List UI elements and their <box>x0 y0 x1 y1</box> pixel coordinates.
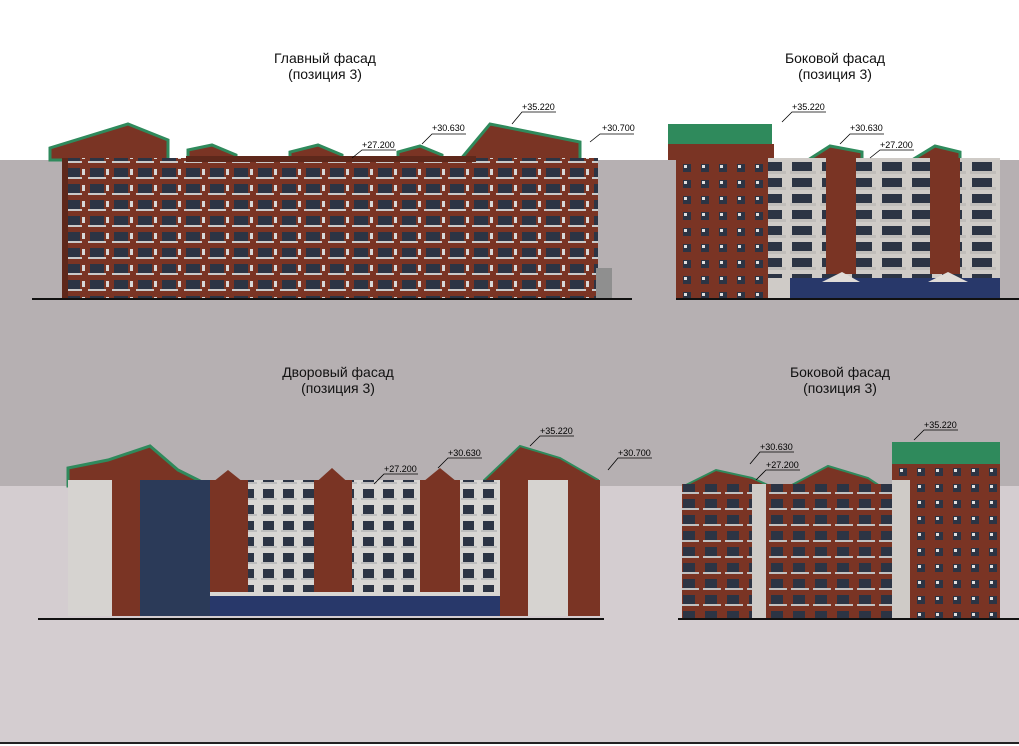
level-mark-text: +30.700 <box>602 123 635 133</box>
level-mark: +35.220 <box>511 102 556 125</box>
title-side-facade-2-name: Боковой фасад <box>789 364 891 380</box>
level-mark-text: +30.630 <box>850 123 883 133</box>
title-yard-facade-position: (позиция 3) <box>301 380 375 396</box>
level-mark: +30.700 <box>607 448 652 471</box>
level-mark: +30.630 <box>839 123 884 145</box>
level-mark: +30.700 <box>589 123 635 143</box>
level-marks: +35.220 +30.630 +30.700 +27.200 +35.220 … <box>351 102 958 485</box>
yard-facade-building <box>66 444 600 616</box>
level-mark-text: +30.630 <box>760 442 793 452</box>
title-side-facade-2: Боковой фасад (позиция 3) <box>720 364 960 396</box>
side-facade-1-ground-line <box>676 298 1019 300</box>
level-mark: +30.630 <box>749 442 794 465</box>
title-main-facade-position: (позиция 3) <box>288 66 362 82</box>
level-mark: +30.630 <box>421 123 466 145</box>
level-mark: +27.200 <box>373 464 418 485</box>
title-yard-facade: Дворовый фасад (позиция 3) <box>218 364 458 396</box>
title-side-facade-1: Боковой фасад (позиция 3) <box>715 50 955 82</box>
title-side-facade-1-name: Боковой фасад <box>784 50 886 66</box>
level-mark: +35.220 <box>781 102 826 123</box>
title-side-facade-1-position: (позиция 3) <box>798 66 872 82</box>
level-mark-text: +27.200 <box>880 140 913 150</box>
sheet-bottom-border <box>0 742 1019 744</box>
side-facade-2-ground-line <box>678 618 1019 620</box>
level-mark-text: +35.220 <box>792 102 825 112</box>
level-mark-text: +30.630 <box>448 448 481 458</box>
title-main-facade: Главный фасад (позиция 3) <box>205 50 445 82</box>
level-mark-text: +30.630 <box>432 123 465 133</box>
level-mark: +27.200 <box>351 140 396 159</box>
level-mark-text: +35.220 <box>522 102 555 112</box>
level-mark: +35.220 <box>529 426 574 447</box>
level-mark: +30.630 <box>437 448 482 469</box>
title-side-facade-2-position: (позиция 3) <box>803 380 877 396</box>
level-mark-text: +27.200 <box>766 460 799 470</box>
side-facade-2-building <box>682 442 1000 618</box>
title-main-facade-name: Главный фасад <box>274 50 376 66</box>
level-mark-text: +30.700 <box>618 448 651 458</box>
title-yard-facade-name: Дворовый фасад <box>282 364 394 380</box>
level-mark: +27.200 <box>755 460 800 481</box>
level-mark: +27.200 <box>869 140 914 159</box>
level-mark-text: +35.220 <box>924 420 957 430</box>
level-mark-text: +27.200 <box>362 140 395 150</box>
side-facade-1-building <box>668 124 1000 298</box>
level-mark: +35.220 <box>913 420 958 441</box>
yard-facade-ground-line <box>38 618 604 620</box>
main-facade-ground-line <box>32 298 632 300</box>
level-mark-text: +35.220 <box>540 426 573 436</box>
level-mark-text: +27.200 <box>384 464 417 474</box>
main-facade-building <box>48 122 612 298</box>
